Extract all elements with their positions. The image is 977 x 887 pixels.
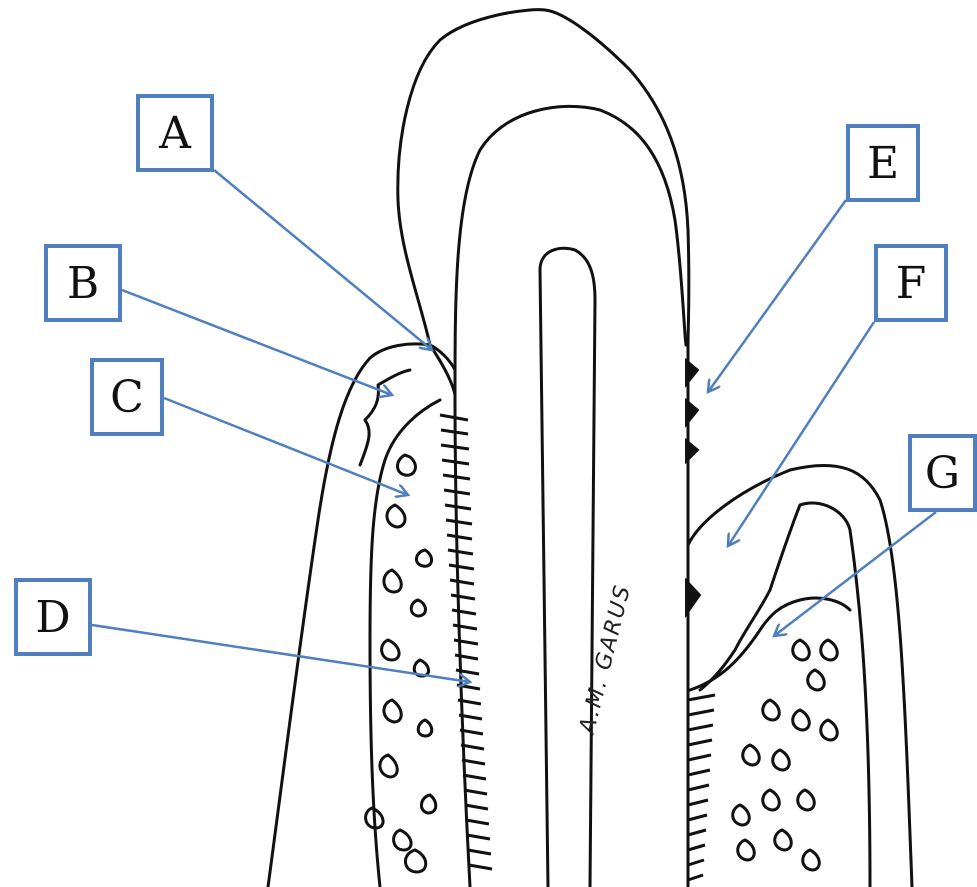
label-d: D	[14, 578, 92, 656]
right-pdl-hatching	[688, 695, 715, 880]
label-e: E	[846, 124, 920, 202]
leader-f	[728, 322, 874, 546]
label-c: C	[90, 358, 164, 436]
leader-e	[708, 200, 846, 392]
right-marrow-spaces	[733, 640, 838, 870]
left-marrow-spaces	[366, 455, 436, 872]
leader-g	[774, 512, 936, 636]
label-g: G	[908, 434, 977, 512]
label-b: B	[44, 244, 122, 322]
dentin-outline	[455, 106, 686, 395]
label-a: A	[136, 94, 214, 172]
leader-d	[92, 625, 470, 682]
pulp-canal-left	[540, 270, 548, 887]
right-bone-outline	[800, 503, 870, 887]
label-f: F	[874, 244, 948, 322]
right-gingiva	[688, 465, 912, 887]
right-pocket-line	[700, 505, 800, 690]
